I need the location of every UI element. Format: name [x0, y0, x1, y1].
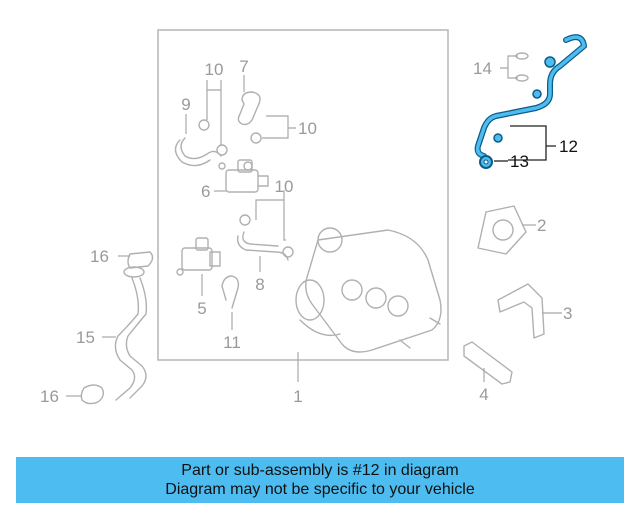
- part-5-valve: [176, 237, 221, 276]
- callout-10-right: 10: [298, 119, 317, 138]
- part-7-hose: [237, 91, 261, 126]
- part-16-gasket-bottom: [80, 384, 105, 405]
- callout-7: 7: [239, 57, 248, 76]
- leader-lines: [66, 55, 562, 397]
- callout-4: 4: [479, 385, 488, 404]
- callout-8: 8: [255, 275, 264, 294]
- part-12-oil-line: [474, 34, 587, 159]
- callout-2: 2: [537, 216, 546, 235]
- parts-diagram: 1 2 3 4 5 6 7 8 9 10 10 10 11 12 13 14 1…: [40, 29, 587, 406]
- callout-9: 9: [181, 95, 190, 114]
- part-8-hose: [236, 235, 289, 261]
- callout-3: 3: [563, 304, 572, 323]
- callout-15: 15: [76, 328, 95, 347]
- part-10-clamps: [198, 119, 294, 258]
- part-14-washers: [515, 52, 529, 82]
- assembly-box: [157, 29, 449, 361]
- banner-line-2: Diagram may not be specific to your vehi…: [165, 481, 475, 498]
- part-3-bracket: [497, 283, 545, 339]
- callout-11: 11: [223, 333, 241, 352]
- callout-16-top: 16: [90, 247, 109, 266]
- callout-10-middle: 10: [275, 177, 294, 196]
- callout-6: 6: [201, 182, 210, 201]
- part-13-washer: [479, 155, 493, 169]
- callout-14: 14: [473, 59, 492, 78]
- part-9-hose: [174, 137, 222, 167]
- callout-13: 13: [510, 152, 529, 171]
- callout-12: 12: [559, 137, 578, 156]
- banner-line-1: Part or sub-assembly is #12 in diagram: [181, 462, 459, 479]
- callout-16-bottom: 16: [40, 387, 59, 406]
- part-2-gasket: [477, 205, 527, 255]
- callout-1: 1: [293, 387, 302, 406]
- callout-10-top: 10: [205, 60, 224, 79]
- part-6-valve: [218, 159, 269, 193]
- part-15-pipe: [114, 266, 148, 401]
- part-16-gasket-top: [127, 251, 154, 269]
- info-banner: Part or sub-assembly is #12 in diagram D…: [16, 457, 624, 503]
- callout-5: 5: [197, 299, 206, 318]
- part-1-manifold: [295, 227, 442, 353]
- part-11-clip: [221, 275, 240, 309]
- part-4-bracket: [463, 341, 513, 385]
